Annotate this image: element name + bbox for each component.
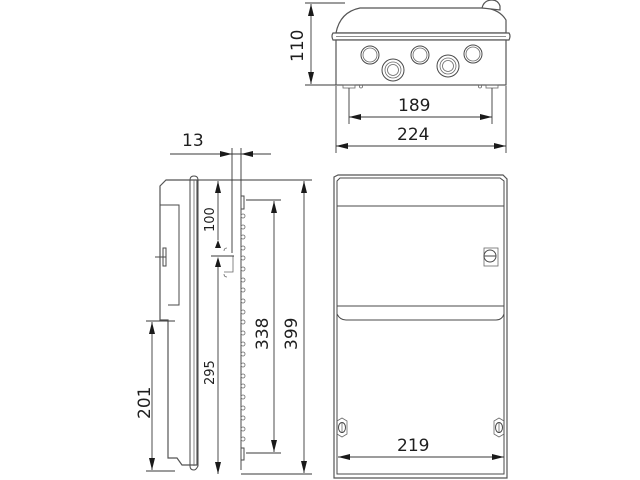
screw-cover-left-icon xyxy=(336,417,348,438)
rail-295-label: 295 xyxy=(203,360,218,385)
screw-cover-right-icon xyxy=(493,417,505,438)
front-view: 219 xyxy=(333,174,508,479)
offset-13-label: 13 xyxy=(182,131,204,151)
width-219-label: 219 xyxy=(397,436,429,456)
top-view: 110 189 224 xyxy=(288,0,511,153)
inner-338-label: 338 xyxy=(253,318,273,350)
height-110-label: 110 xyxy=(288,30,308,62)
width-224-label: 224 xyxy=(397,125,429,145)
width-189-label: 189 xyxy=(398,96,430,116)
section-100-label: 100 xyxy=(203,207,218,232)
din-rail-bumps xyxy=(240,195,246,461)
total-399-label: 399 xyxy=(282,318,302,350)
lower-201-label: 201 xyxy=(135,387,155,419)
side-view: 13 100 295 338 399 201 xyxy=(135,131,312,475)
lock-icon xyxy=(483,247,499,267)
